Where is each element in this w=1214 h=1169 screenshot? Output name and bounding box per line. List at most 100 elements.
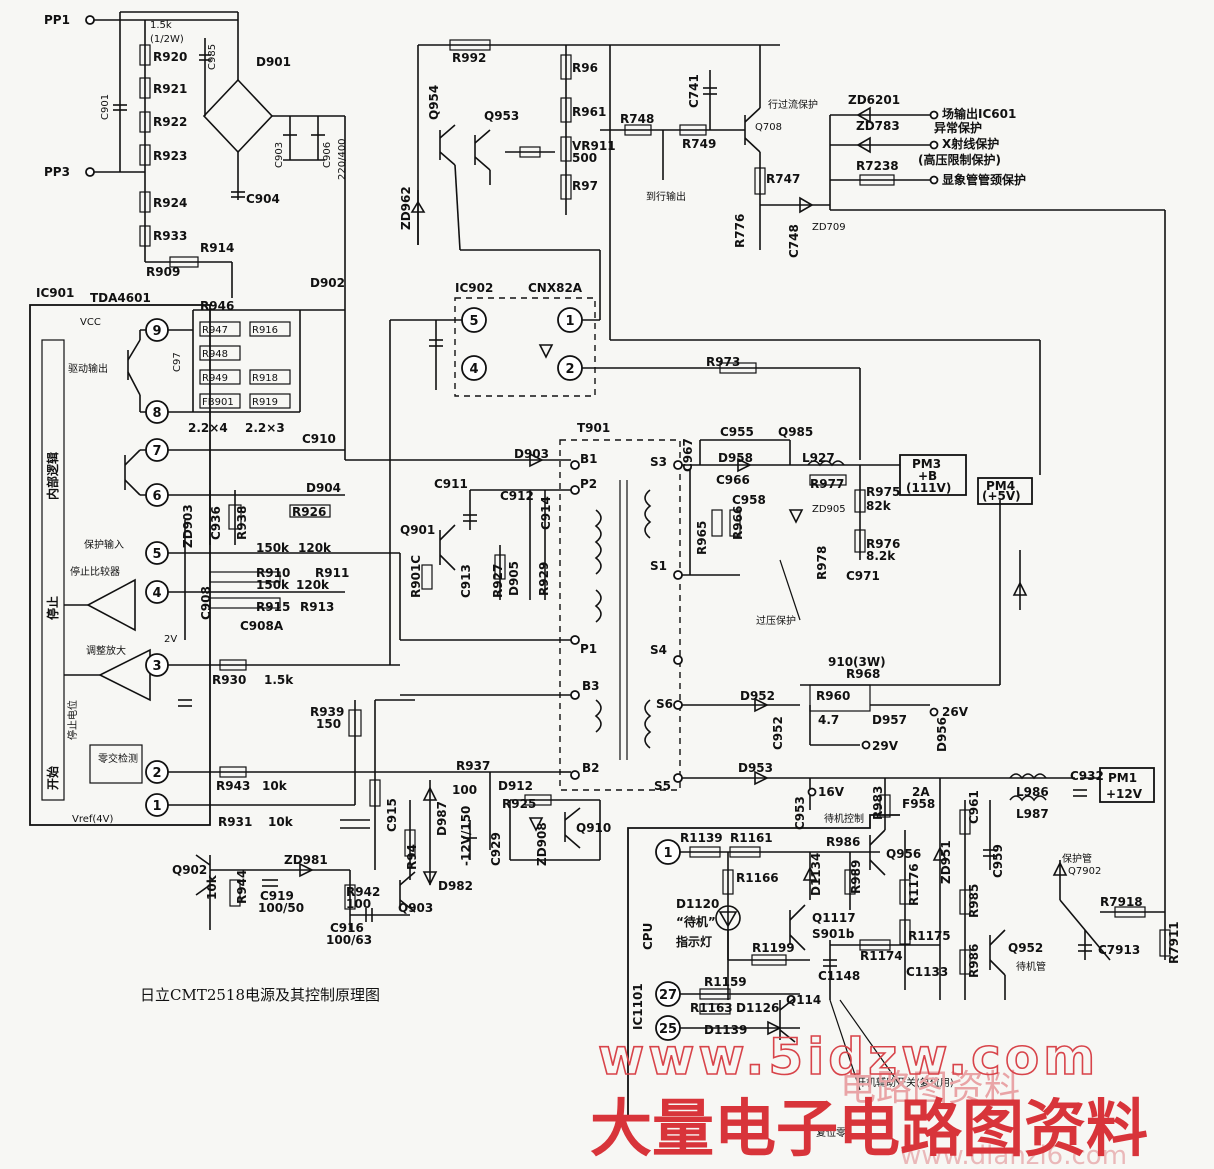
label-zd905: ZD905 (812, 504, 846, 515)
label-q708: Q708 (755, 122, 782, 133)
label-r7911: R7911 (1167, 921, 1181, 964)
label-100-50: 100/50 (258, 901, 304, 915)
note-line-overcurrent: 行过流保护 (768, 98, 818, 111)
label-r942: R942 (346, 885, 380, 899)
label-d912: D912 (498, 779, 533, 793)
label-d1126: D1126 (736, 1001, 779, 1015)
q901-section (421, 489, 571, 600)
label-q114: Q114 (786, 993, 821, 1007)
label-plus12v: +12V (1106, 787, 1143, 801)
block-amp: 调整放大 (86, 644, 126, 657)
label-pm3: PM3 (912, 457, 941, 471)
pin-7: 7 (152, 444, 161, 459)
label-d903: D903 (514, 447, 549, 461)
label-l986: L986 (1016, 785, 1049, 799)
label-c966: C966 (716, 473, 750, 487)
ic902-model: CNX82A (528, 281, 583, 295)
label-d953: D953 (738, 761, 773, 775)
label-r965: R965 (695, 521, 709, 555)
label-c953: C953 (793, 796, 807, 830)
label-r925: R925 (502, 797, 536, 811)
label-r910: R910 (256, 566, 290, 580)
label-910-3w: 910(3W) (828, 655, 886, 669)
label-r986-b: R986 (967, 944, 981, 978)
label-c955: C955 (720, 425, 754, 439)
label-8-2k: 8.2k (866, 549, 896, 563)
label-1-5k: 1.5k (150, 20, 172, 31)
label-q901: Q901 (400, 523, 435, 537)
label-r948: R948 (202, 349, 228, 360)
label-r930: R930 (212, 673, 246, 687)
label-r747: R747 (766, 172, 800, 186)
label-zd981: ZD981 (284, 853, 328, 867)
label-1-2w: (1/2W) (150, 34, 184, 45)
label-r1175: R1175 (908, 929, 951, 943)
label-d982: D982 (438, 879, 473, 893)
label-vr911: VR911 (572, 139, 616, 153)
note-field-ic: 场输出IC601 (942, 106, 1016, 121)
label-r924: R924 (153, 196, 187, 210)
label-p1: P1 (580, 642, 597, 656)
label-d1120: D1120 (676, 897, 719, 911)
label-r927: R927 (491, 564, 505, 598)
secondary-section (682, 439, 1155, 810)
label-r992: R992 (452, 51, 486, 65)
label-150: 150 (316, 717, 341, 731)
label-r97: R97 (572, 179, 598, 193)
label-c915: C915 (385, 798, 399, 832)
label-r946: R946 (200, 299, 234, 313)
label-c985: C985 (207, 44, 218, 70)
label-2-2x3: 2.2×3 (245, 421, 285, 435)
label-s6: S6 (656, 697, 673, 711)
label-c936: C936 (209, 506, 223, 540)
label-c1133: C1133 (906, 965, 948, 979)
block-comparator: 停止比较器 (70, 565, 120, 578)
label-d956: D956 (935, 717, 949, 752)
label-q952: Q952 (1008, 941, 1043, 955)
note-aux-switch: 开机辅助开关(复位用) (856, 1076, 954, 1089)
label-r7918: R7918 (1100, 895, 1143, 909)
note-indicator: 指示灯 (676, 934, 712, 949)
label-q7902: Q7902 (1068, 866, 1101, 877)
note-standby-quote: “待机” (676, 914, 716, 929)
ic902-label: IC902 (455, 281, 493, 295)
label-c903: C903 (274, 142, 285, 168)
label-q910: Q910 (576, 821, 611, 835)
pin-3: 3 (152, 659, 161, 674)
ic901-box (29, 304, 211, 826)
label-r977: R977 (810, 477, 844, 491)
label-r937: R937 (456, 759, 490, 773)
label-c913: C913 (459, 564, 473, 598)
block-start: 开始 (45, 766, 60, 790)
label-r776: R776 (733, 214, 747, 248)
label-b3: B3 (582, 679, 600, 693)
label-r914: R914 (200, 241, 234, 255)
label-r947: R947 (202, 325, 228, 336)
opto-pin-5: 5 (469, 314, 478, 329)
label-r1176: R1176 (907, 863, 921, 906)
label-120k-b: 120k (296, 578, 330, 592)
ic901-model: TDA4601 (90, 291, 151, 305)
label-d1134: D1134 (809, 853, 823, 896)
label-r983: R983 (871, 786, 885, 820)
label-q903: Q903 (398, 901, 433, 915)
pin-1: 1 (152, 799, 161, 814)
note-to-line-output: 到行输出 (646, 190, 686, 203)
label-r931: R931 (218, 815, 252, 829)
label-zd6201: ZD6201 (848, 93, 900, 107)
opto-pin-2: 2 (565, 362, 574, 377)
label-r929: R929 (537, 562, 551, 596)
label-r911: R911 (315, 566, 349, 580)
label-c748: C748 (787, 224, 801, 258)
label-q953: Q953 (484, 109, 519, 123)
label-2a: 2A (912, 785, 930, 799)
label-c908: C908 (199, 586, 213, 620)
label-d1139: D1139 (704, 1023, 747, 1037)
label-zd903: ZD903 (181, 504, 195, 548)
label-l927: L927 (802, 451, 835, 465)
label-q985: Q985 (778, 425, 813, 439)
note-crt-neck: 显象管管颈保护 (942, 172, 1026, 187)
label-16v: 16V (818, 785, 845, 799)
label-zd951: ZD951 (939, 840, 953, 884)
label-c916: C916 (330, 921, 364, 935)
